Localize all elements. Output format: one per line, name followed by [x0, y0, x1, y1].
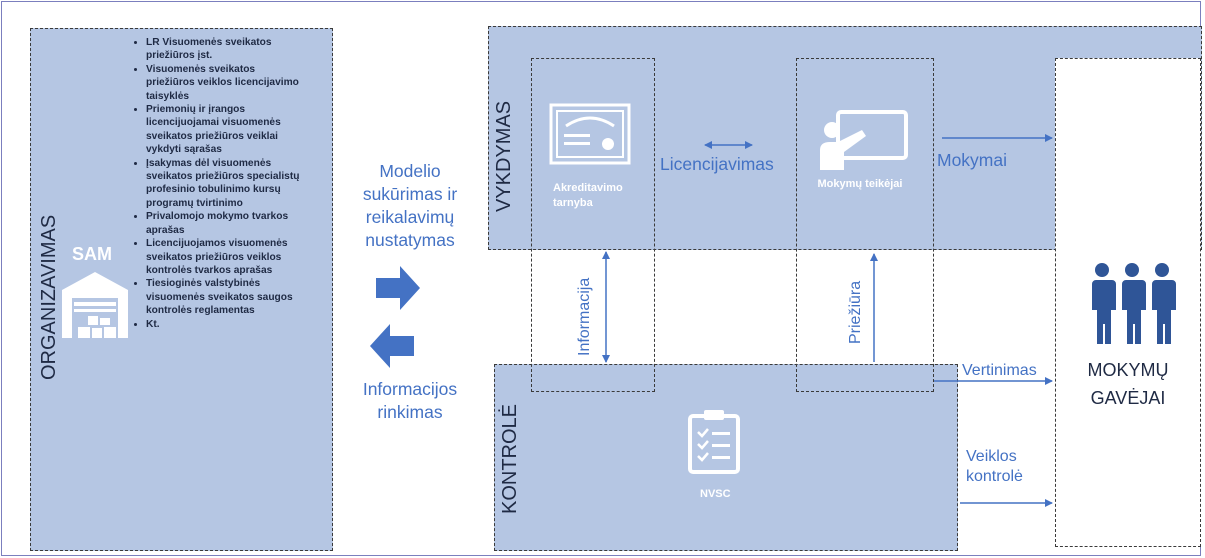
sam-label: SAM: [72, 244, 112, 264]
mokymai-label: Mokymai: [937, 150, 1008, 170]
nvsc-label: NVSC: [700, 488, 731, 500]
law-item: Privalomojo mokymo tvarkos aprašas: [146, 210, 306, 237]
law-item: Tiesioginės valstybinės visuomenės sveik…: [146, 277, 306, 317]
clipboard-checklist-icon: [688, 410, 740, 474]
law-item: Įsakymas dėl visuomenės sveikatos prieži…: [146, 157, 306, 211]
left-block-arrow: [370, 324, 414, 368]
law-item: Priemonių ir įrangos licencijuojamai vis…: [146, 103, 306, 157]
akreditavimo-tarnyba-label: Akreditavimo tarnyba: [553, 182, 623, 209]
law-item: LR Visuomenės sveikatos priežiūros įst.: [146, 36, 306, 63]
certificate-icon: [549, 103, 631, 165]
people-group-icon: [1092, 263, 1176, 344]
law-item: Visuomenės sveikatos priežiūros veiklos …: [146, 63, 306, 103]
warehouse-icon: [62, 272, 128, 338]
licencijavimas-label: Licencijavimas: [660, 154, 774, 174]
mokymu-gavejai-label: MOKYMŲ GAVĖJAI: [1087, 360, 1169, 408]
law-list: LR Visuomenės sveikatos priežiūros įst. …: [128, 36, 306, 331]
law-item: Licencijuojamos visuomenės sveikatos pri…: [146, 237, 306, 277]
veiklos-kontrole-label: Veiklos kontrolė: [966, 448, 1023, 485]
teacher-board-icon: [820, 110, 908, 170]
informacijos-rinkimas-text: Informacijos rinkimas: [362, 379, 458, 422]
mokymu-teikejai-box: [796, 58, 934, 392]
vertinimas-label: Vertinimas: [962, 362, 1037, 379]
right-block-arrow: [376, 266, 420, 310]
modelio-sukurimas-text: Modelio sukūrimas ir reikalavimų nustaty…: [362, 161, 458, 250]
akreditavimo-box: [531, 58, 655, 392]
mokymu-teikejai-label: Mokymų teikėjai: [817, 178, 903, 190]
law-item: Kt.: [146, 318, 306, 331]
